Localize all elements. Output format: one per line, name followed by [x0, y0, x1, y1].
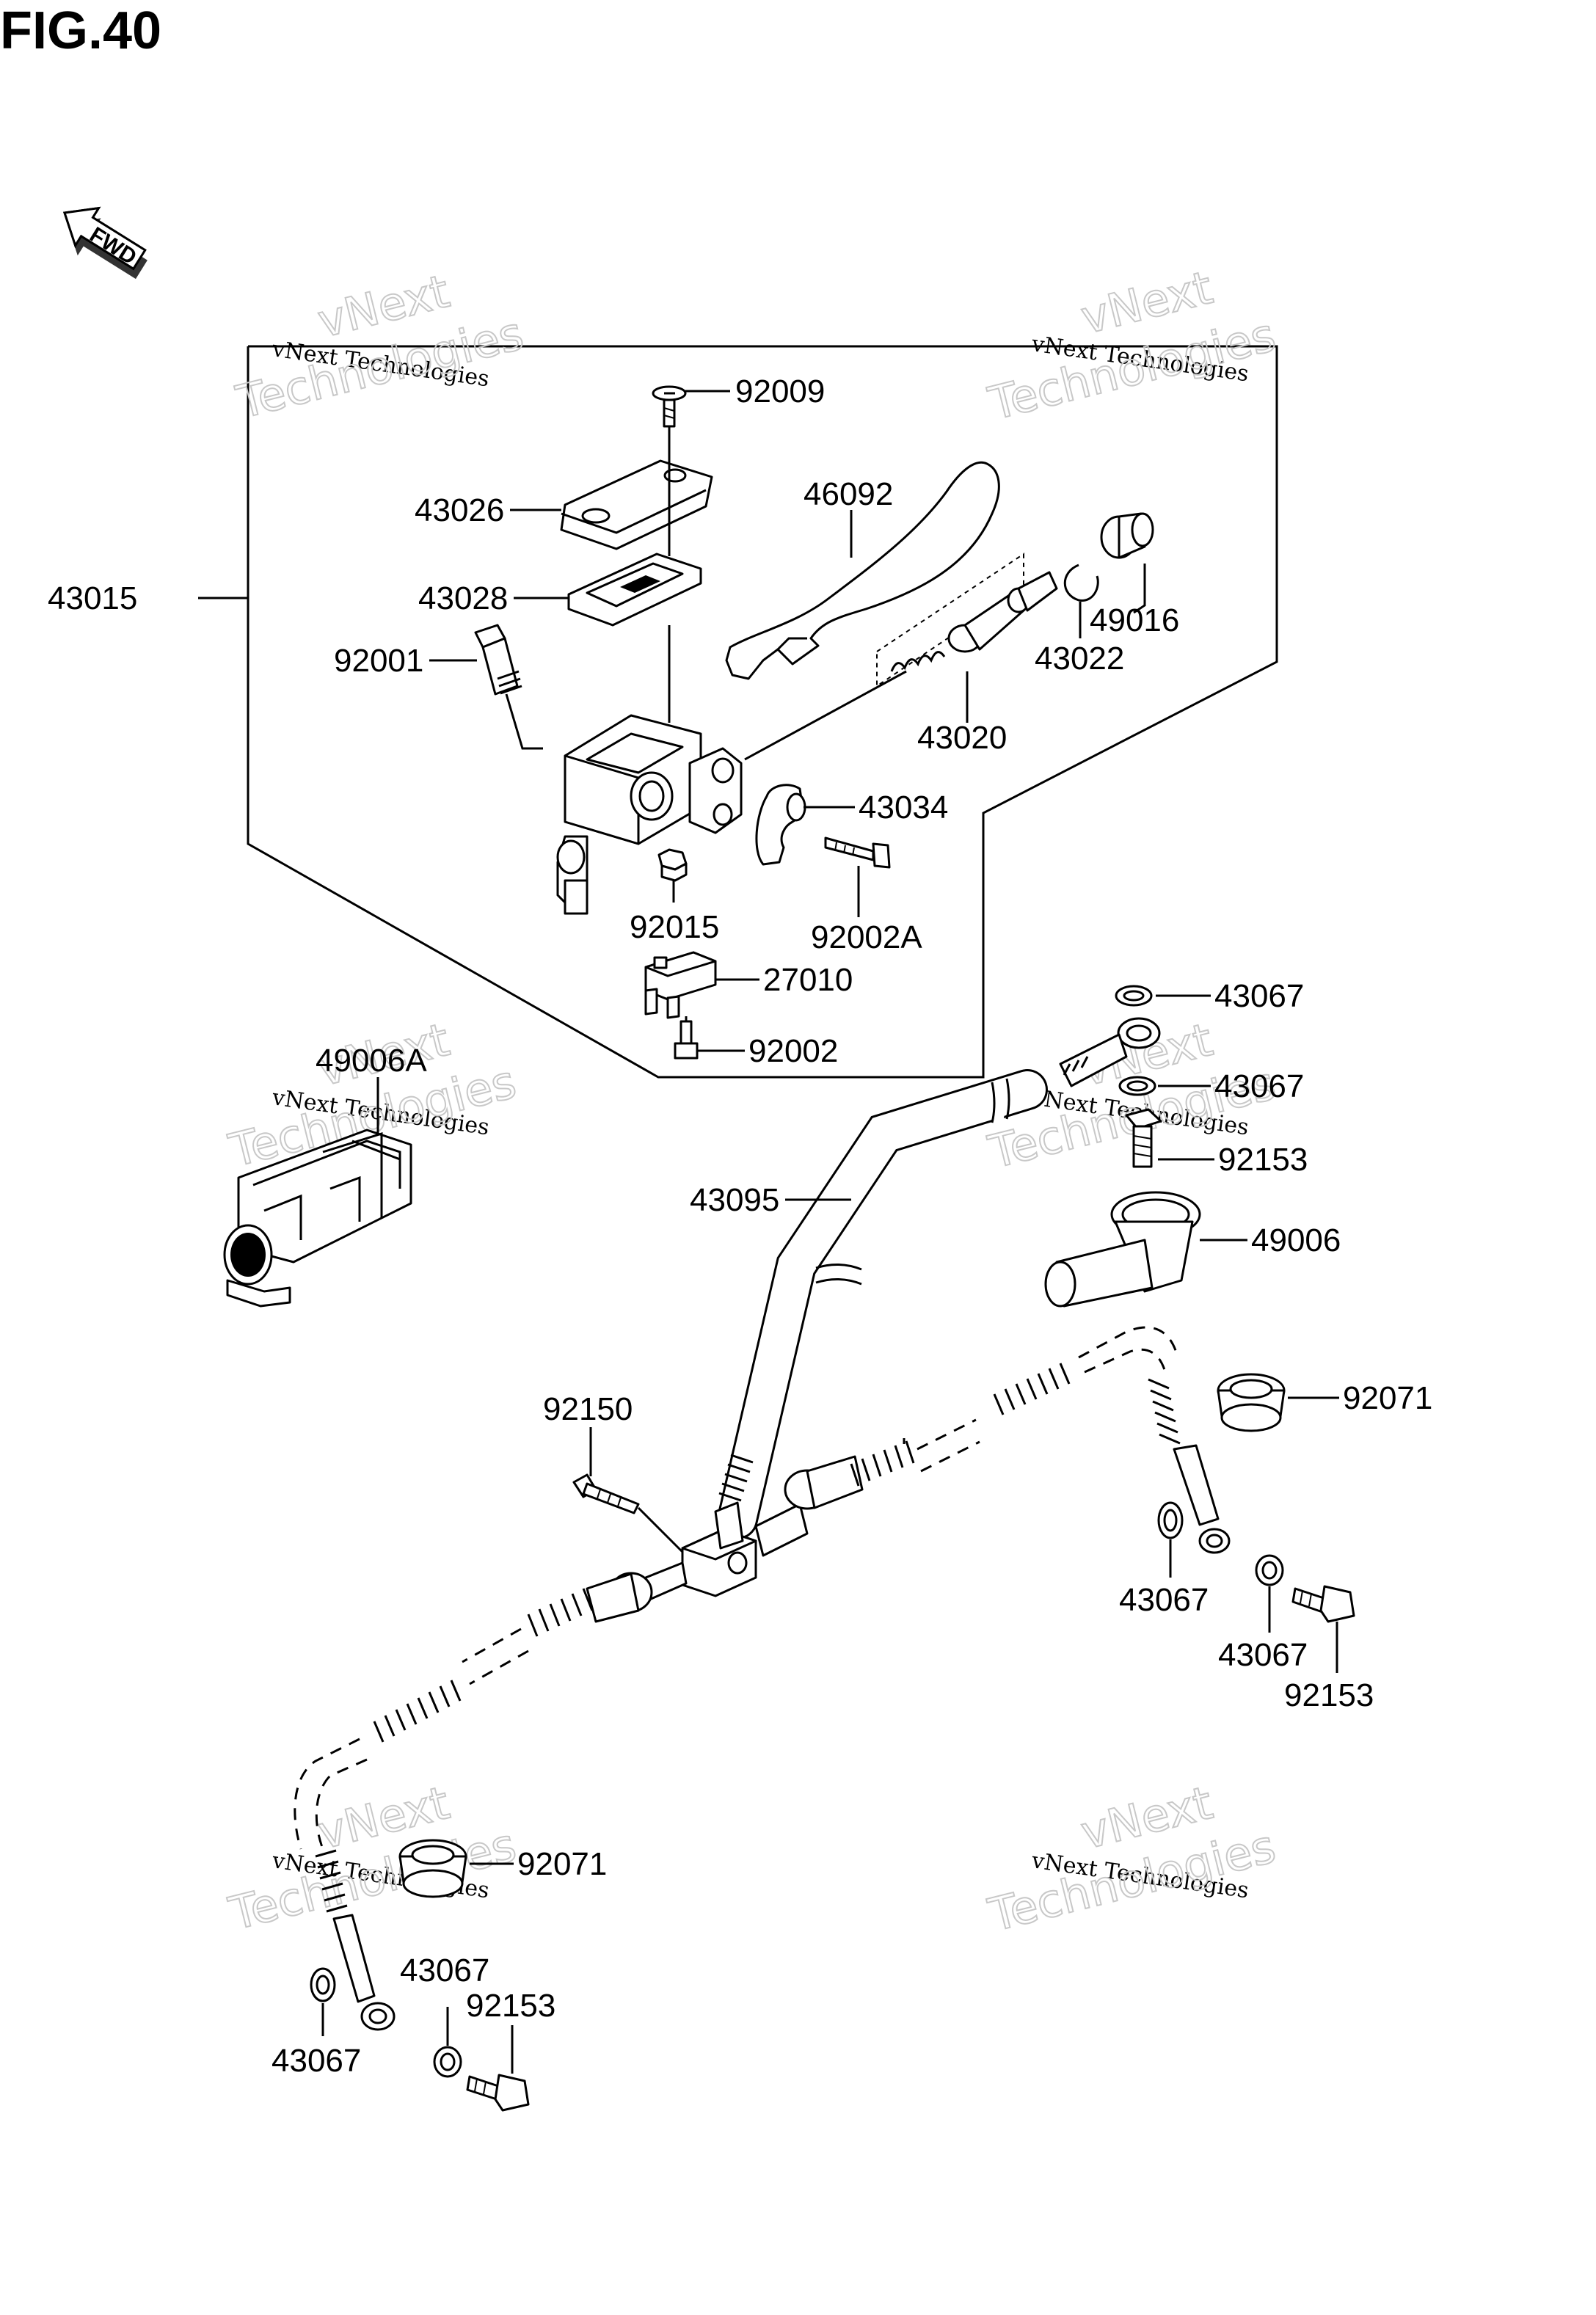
figure-title: FIG.40	[0, 1, 161, 60]
screw-92009	[652, 385, 687, 455]
watermark-5: vNext Technologies vNext Technologies	[223, 1775, 522, 1942]
bolt-92153-left	[466, 2074, 530, 2112]
brake-hose-right	[754, 1326, 1231, 1557]
circlip-43022	[1063, 564, 1099, 602]
piston-kit-43020	[876, 553, 1058, 688]
label-46092: 46092	[804, 476, 893, 512]
label-43022: 43022	[1035, 641, 1124, 677]
label-43067-right-b: 43067	[1218, 1637, 1308, 1673]
label-43067-top: 43067	[1214, 978, 1304, 1014]
label-43015: 43015	[48, 580, 137, 616]
brake-hose-43095	[717, 1069, 1048, 1539]
clamp-43034	[755, 784, 806, 866]
nut-92015	[657, 848, 688, 882]
label-43034: 43034	[859, 790, 948, 825]
cover-49006A	[223, 1129, 412, 1308]
brake-hose-left	[294, 1561, 688, 2031]
label-43067-left-a: 43067	[272, 2043, 361, 2079]
assembly-boundary	[247, 345, 1278, 1079]
label-43095: 43095	[690, 1182, 779, 1218]
washer-43067-second	[1118, 1076, 1156, 1096]
label-49006A: 49006A	[316, 1043, 427, 1079]
label-43067-right-a: 43067	[1119, 1582, 1209, 1618]
fwd-arrow-icon: FWD	[63, 206, 147, 280]
label-43028: 43028	[418, 580, 508, 616]
watermark-1: vNext Technologies vNext Technologies	[230, 263, 529, 430]
grommet-92071-left	[398, 1839, 467, 1898]
label-92015: 92015	[630, 909, 719, 945]
washer-43067-left-a	[310, 1967, 336, 2002]
watermark-6: vNext Technologies vNext Technologies	[983, 1775, 1281, 1943]
brake-lever-46092	[725, 461, 1000, 680]
reservoir-cover-43026	[560, 459, 713, 550]
washer-43067-right-b	[1255, 1554, 1284, 1586]
boot-49006	[1044, 1191, 1201, 1308]
washer-43067-right-a	[1157, 1501, 1184, 1539]
label-43026: 43026	[415, 492, 504, 528]
screw-92002	[674, 1016, 699, 1060]
label-92153-top: 92153	[1218, 1142, 1308, 1178]
bolt-92001	[474, 624, 543, 750]
leader-49016	[1133, 564, 1146, 614]
washer-43067-top	[1115, 985, 1153, 1007]
washer-43067-left-b	[433, 2046, 462, 2078]
label-92153-left: 92153	[466, 1988, 555, 2024]
bolt-92153-right	[1291, 1585, 1355, 1623]
grommet-92071-right	[1217, 1373, 1286, 1432]
banjo-fitting-top	[1059, 1017, 1161, 1087]
label-43020: 43020	[917, 720, 1007, 756]
diaphragm-43028	[567, 455, 702, 723]
boot-49016	[1100, 512, 1154, 559]
label-27010: 27010	[763, 962, 853, 998]
label-92153-right: 92153	[1284, 1677, 1374, 1713]
bolt-92150	[572, 1473, 684, 1553]
label-92071-right: 92071	[1343, 1380, 1432, 1416]
label-92002A: 92002A	[811, 919, 922, 955]
master-cylinder-body	[556, 670, 907, 915]
label-43067-left-b: 43067	[400, 1953, 489, 1988]
brake-switch-27010	[644, 951, 717, 1019]
label-92071-left: 92071	[517, 1846, 607, 1882]
label-92001: 92001	[334, 643, 423, 679]
label-92009: 92009	[735, 373, 825, 409]
label-49016: 49016	[1090, 602, 1179, 638]
label-92150: 92150	[543, 1391, 633, 1427]
label-43067-second: 43067	[1214, 1068, 1304, 1104]
bolt-92153-top	[1125, 1108, 1162, 1168]
bolt-92002A	[824, 836, 891, 869]
label-92002: 92002	[748, 1033, 838, 1069]
label-49006: 49006	[1251, 1222, 1341, 1258]
